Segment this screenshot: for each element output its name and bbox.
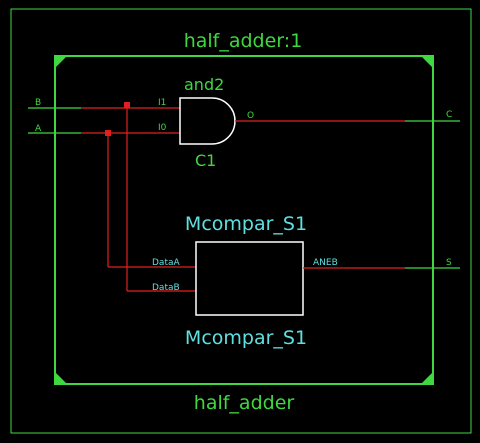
outer-frame xyxy=(10,8,472,434)
port-label-b: B xyxy=(35,98,41,108)
port-label-s: S xyxy=(446,258,452,268)
port-label-c: C xyxy=(446,110,452,120)
junction-b xyxy=(124,102,130,108)
port-label-a: A xyxy=(35,124,42,134)
comparator-pin-aneb: ANEB xyxy=(313,258,338,268)
and-gate-type-label: and2 xyxy=(184,75,224,94)
and-gate-pin-i1: I1 xyxy=(158,98,166,108)
comparator-block[interactable] xyxy=(195,241,304,316)
and-gate-pin-o: O xyxy=(247,111,254,121)
corner-marker-top-left xyxy=(55,56,67,68)
comparator-pin-datab: DataB xyxy=(152,283,180,293)
corner-marker-top-right xyxy=(421,56,433,68)
comparator-pin-dataa: DataA xyxy=(152,258,180,268)
comparator-instance-label: Mcompar_S1 xyxy=(185,327,307,349)
and-gate-symbol[interactable] xyxy=(179,97,236,145)
module-instance-label: half_adder:1 xyxy=(184,30,303,52)
corner-marker-bottom-right xyxy=(421,372,433,384)
corner-marker-bottom-left xyxy=(55,372,67,384)
junction-a xyxy=(105,130,111,136)
comparator-type-label: Mcompar_S1 xyxy=(185,213,307,235)
and-gate-pin-i0: I0 xyxy=(158,123,167,133)
module-type-label: half_adder xyxy=(194,392,295,414)
module-boundary[interactable] xyxy=(54,55,434,385)
and-gate-instance-label: C1 xyxy=(195,151,216,170)
